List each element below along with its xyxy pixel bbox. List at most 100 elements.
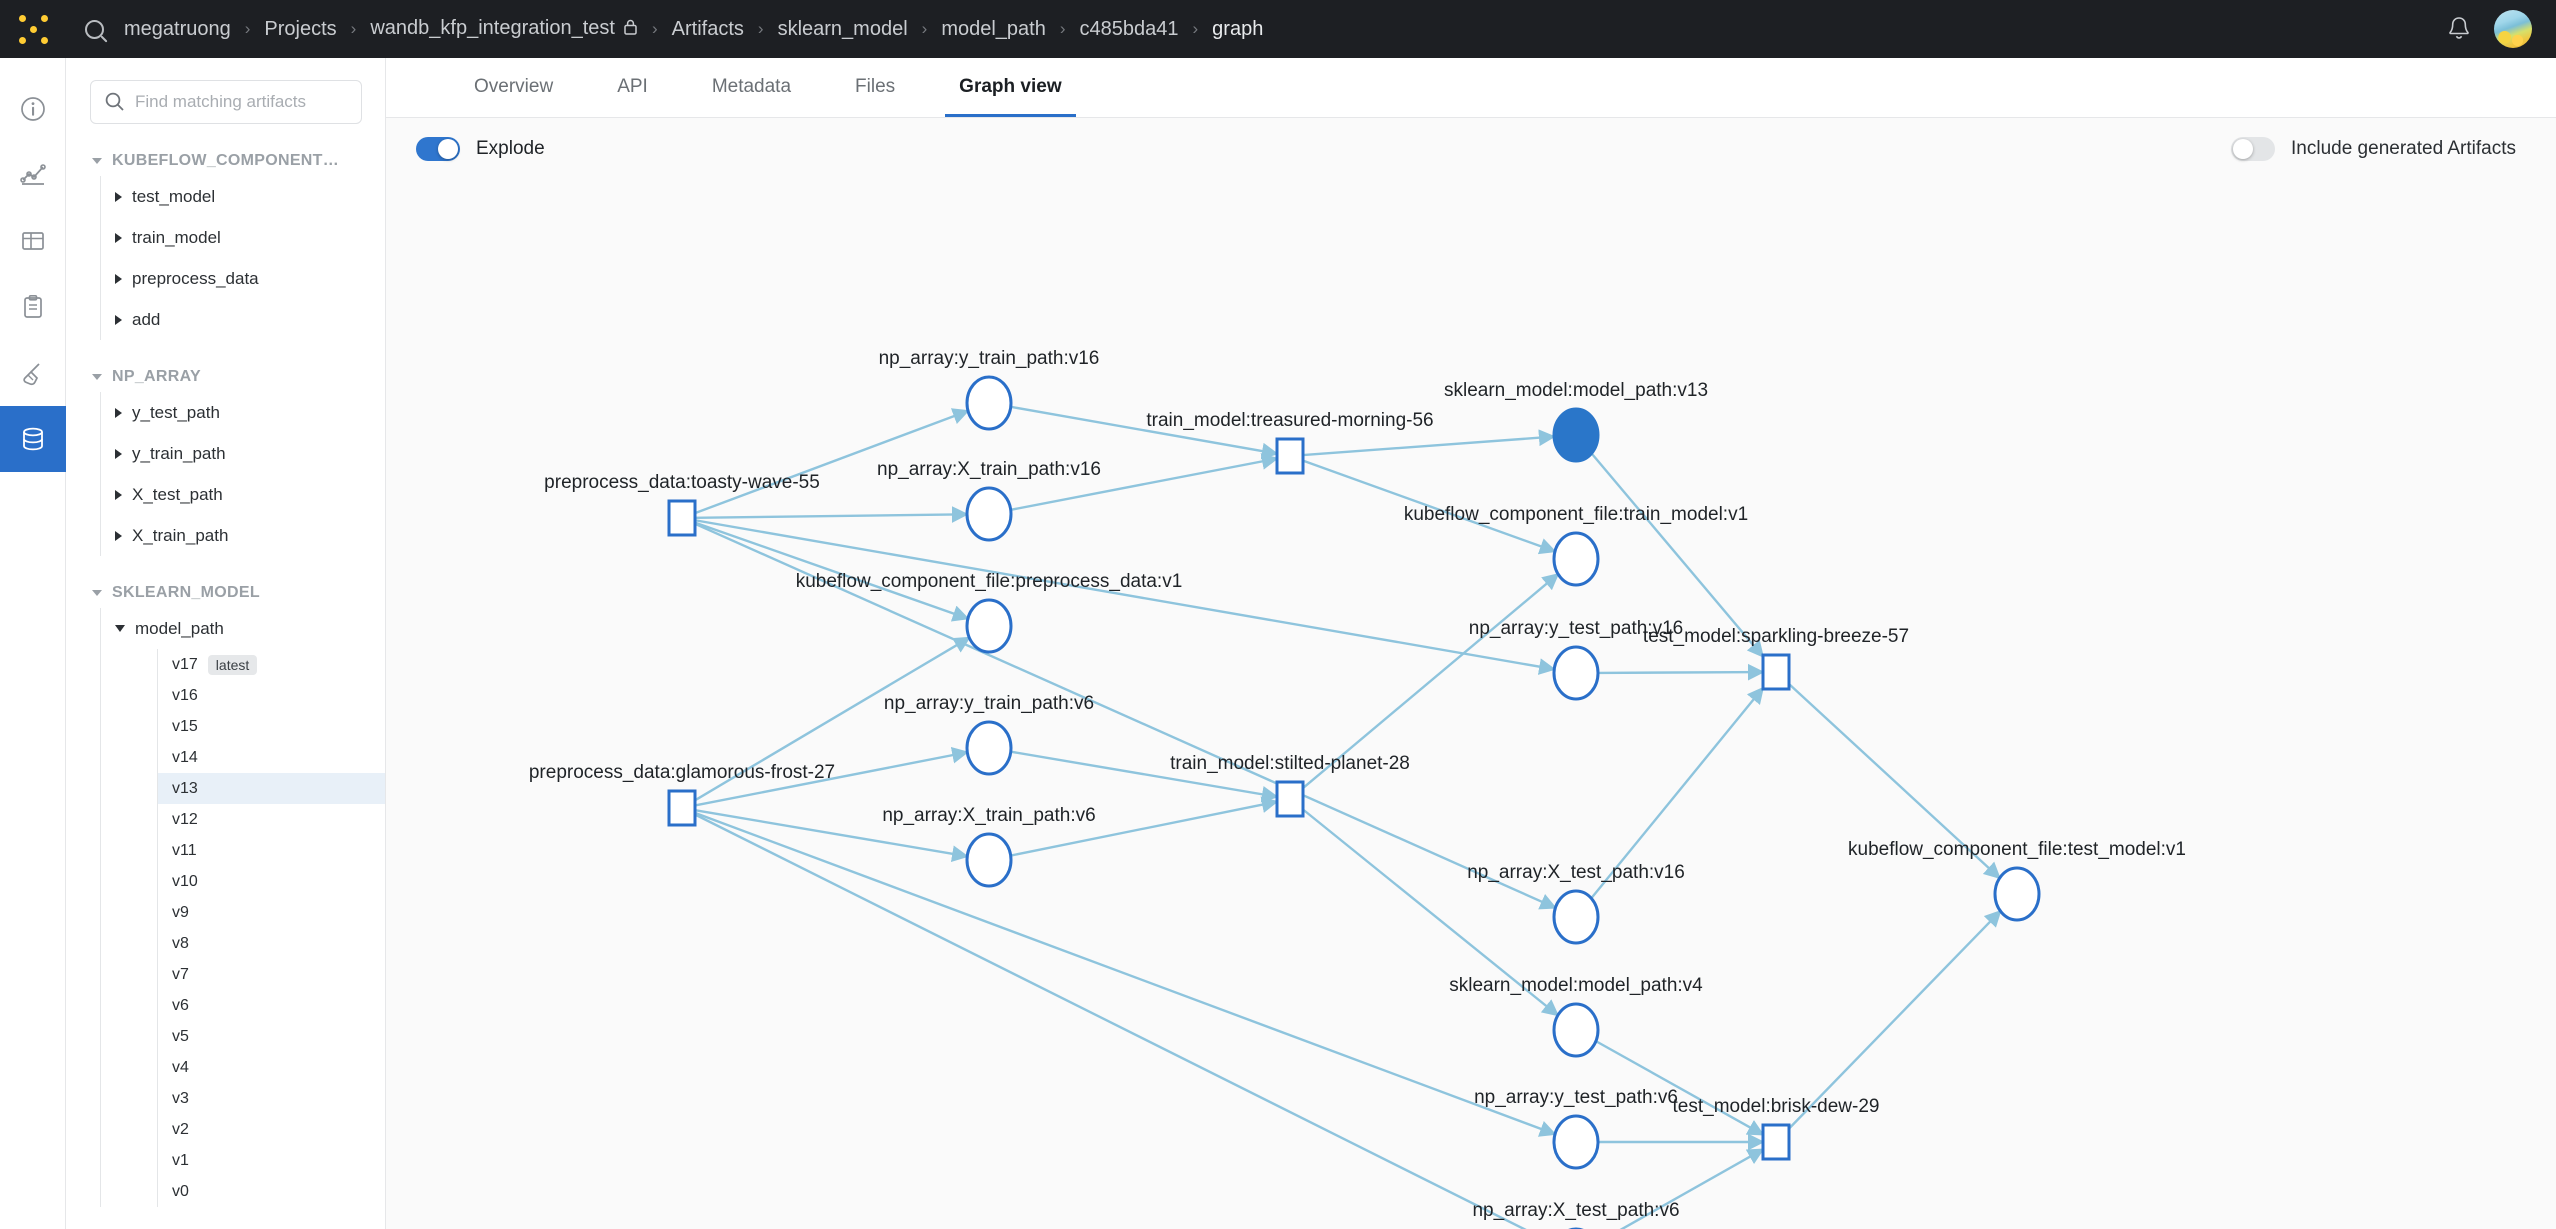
topbar-actions (2446, 10, 2556, 48)
graph-node-np-array-x-train-path-v6[interactable] (965, 832, 1013, 888)
version-item-v6[interactable]: v6 (158, 990, 385, 1021)
tab-overview[interactable]: Overview (474, 75, 554, 97)
tab-files[interactable]: Files (855, 75, 896, 97)
version-item-v10[interactable]: v10 (158, 866, 385, 897)
group-header-np-array[interactable]: NP_ARRAY (66, 362, 385, 392)
tree-item-train-model[interactable]: train_model (101, 217, 385, 258)
breadcrumb-item-graph[interactable]: graph (1212, 17, 1264, 40)
version-label: v1 (172, 1151, 189, 1169)
left-icon-rail (0, 58, 66, 1229)
global-search-icon[interactable] (66, 0, 122, 58)
chevron-right-icon (115, 232, 122, 243)
breadcrumb-item-model-path[interactable]: model_path (941, 17, 1046, 40)
group-header-sklearn-model[interactable]: SKLEARN_MODEL (66, 578, 385, 608)
breadcrumb-item-sklearn-model[interactable]: sklearn_model (777, 17, 908, 40)
breadcrumb-item-wandb-kfp-integration-test[interactable]: wandb_kfp_integration_test (368, 17, 640, 42)
tree-item-x-test-path[interactable]: X_test_path (101, 474, 385, 515)
include-generated-toggle-row: Include generated Artifacts (2231, 137, 2516, 161)
breadcrumb-item-c485bda41[interactable]: c485bda41 (1079, 17, 1179, 40)
version-item-v12[interactable]: v12 (158, 804, 385, 835)
graph-node-train-model-stilted-planet-28[interactable] (1275, 780, 1305, 818)
graph-node-np-array-y-train-path-v6[interactable] (965, 720, 1013, 776)
graph-node-sklearn-model-model-path-v4[interactable] (1552, 1002, 1600, 1058)
graph-edge (694, 506, 969, 523)
tree-item-x-train-path[interactable]: X_train_path (101, 515, 385, 556)
version-item-v14[interactable]: v14 (158, 742, 385, 773)
version-item-v4[interactable]: v4 (158, 1052, 385, 1083)
breadcrumb-separator: › (350, 19, 357, 38)
graph-edge (694, 746, 969, 807)
bell-icon[interactable] (2446, 15, 2472, 43)
graph-toolbar: Explode Include generated Artifacts (386, 118, 2556, 180)
version-label: v4 (172, 1058, 189, 1076)
graph-node-np-array-x-test-path-v16[interactable] (1552, 889, 1600, 945)
sweep-broom-icon[interactable] (0, 340, 66, 406)
chevron-right-icon (115, 489, 122, 500)
graph-node-np-array-x-train-path-v16[interactable] (965, 486, 1013, 542)
version-item-v15[interactable]: v15 (158, 711, 385, 742)
chart-line-icon[interactable] (0, 142, 66, 208)
graph-edge (694, 813, 1527, 1229)
include-generated-artifacts-toggle[interactable] (2231, 137, 2276, 161)
explode-toggle[interactable] (416, 137, 460, 161)
version-item-v9[interactable]: v9 (158, 897, 385, 928)
top-navigation-bar: megatruong › Projects › wandb_kfp_integratio… (0, 0, 2556, 58)
breadcrumb-item-projects[interactable]: Projects (264, 17, 337, 40)
tab-api[interactable]: API (617, 75, 648, 97)
graph-node-np-array-y-train-path-v16[interactable] (965, 375, 1013, 431)
version-item-v5[interactable]: v5 (158, 1021, 385, 1052)
version-item-v2[interactable]: v2 (158, 1114, 385, 1145)
graph-node-test-model-brisk-dew-29[interactable] (1761, 1123, 1791, 1161)
clipboard-icon[interactable] (0, 274, 66, 340)
tree-item-add[interactable]: add (101, 299, 385, 340)
tree-item-test-model[interactable]: test_model (101, 176, 385, 217)
version-item-v13[interactable]: v13 (158, 773, 385, 804)
graph-node-np-array-y-test-path-v6[interactable] (1552, 1114, 1600, 1170)
graph-node-preprocess-data-toasty-wave-55[interactable] (667, 499, 697, 537)
graph-node-sklearn-model-model-path-v13[interactable] (1552, 407, 1600, 463)
breadcrumb-item-megatruong[interactable]: megatruong (124, 17, 231, 40)
group-header-kubeflow-component[interactable]: KUBEFLOW_COMPONENT… (66, 146, 385, 176)
version-item-v1[interactable]: v1 (158, 1145, 385, 1176)
chevron-right-icon (115, 314, 122, 325)
graph-node-kubeflow-component-file-test-model-v1[interactable] (1993, 866, 2041, 922)
graph-node-train-model-treasured-morning-56[interactable] (1275, 437, 1305, 475)
version-item-v7[interactable]: v7 (158, 959, 385, 990)
graph-node-preprocess-data-glamorous-frost-27[interactable] (667, 789, 697, 827)
wandb-logo[interactable] (0, 0, 66, 58)
search-input[interactable] (90, 80, 362, 124)
version-item-v11[interactable]: v11 (158, 835, 385, 866)
tree-item-y-train-path[interactable]: y_train_path (101, 433, 385, 474)
avatar[interactable] (2494, 10, 2532, 48)
tab-metadata[interactable]: Metadata (711, 75, 792, 97)
graph-node-np-array-y-test-path-v16[interactable] (1552, 645, 1600, 701)
tree-item-preprocess-data[interactable]: preprocess_data (101, 258, 385, 299)
version-item-v0[interactable]: v0 (158, 1176, 385, 1207)
info-icon[interactable] (0, 76, 66, 142)
breadcrumb-item-artifacts[interactable]: Artifacts (671, 17, 744, 40)
graph-node-test-model-sparkling-breeze-57[interactable] (1761, 653, 1791, 691)
version-item-v8[interactable]: v8 (158, 928, 385, 959)
version-item-v16[interactable]: v16 (158, 680, 385, 711)
breadcrumb-separator: › (757, 19, 764, 38)
version-label: v2 (172, 1120, 189, 1138)
graph-edge (694, 809, 969, 863)
graph-canvas[interactable]: preprocess_data:toasty-wave-55np_array:y… (386, 180, 2556, 1229)
graph-node-label: sklearn_model:model_path:v13 (1444, 380, 1708, 401)
graph-node-kubeflow-component-file-preprocess-data-v1[interactable] (965, 598, 1013, 654)
version-item-v3[interactable]: v3 (158, 1083, 385, 1114)
graph-edge (1010, 453, 1279, 511)
table-icon[interactable] (0, 208, 66, 274)
graph-node-kubeflow-component-file-train-model-v1[interactable] (1552, 531, 1600, 587)
lock-icon (623, 18, 638, 42)
version-label: v6 (172, 996, 189, 1014)
tree-item-label: y_test_path (132, 402, 220, 422)
tree-item-model-path[interactable]: model_path (101, 608, 385, 649)
tab-graph-view[interactable]: Graph view (945, 59, 1076, 117)
tree-item-y-test-path[interactable]: y_test_path (101, 392, 385, 433)
artifacts-database-icon[interactable] (0, 406, 66, 472)
tree-item-label: X_train_path (132, 525, 229, 545)
